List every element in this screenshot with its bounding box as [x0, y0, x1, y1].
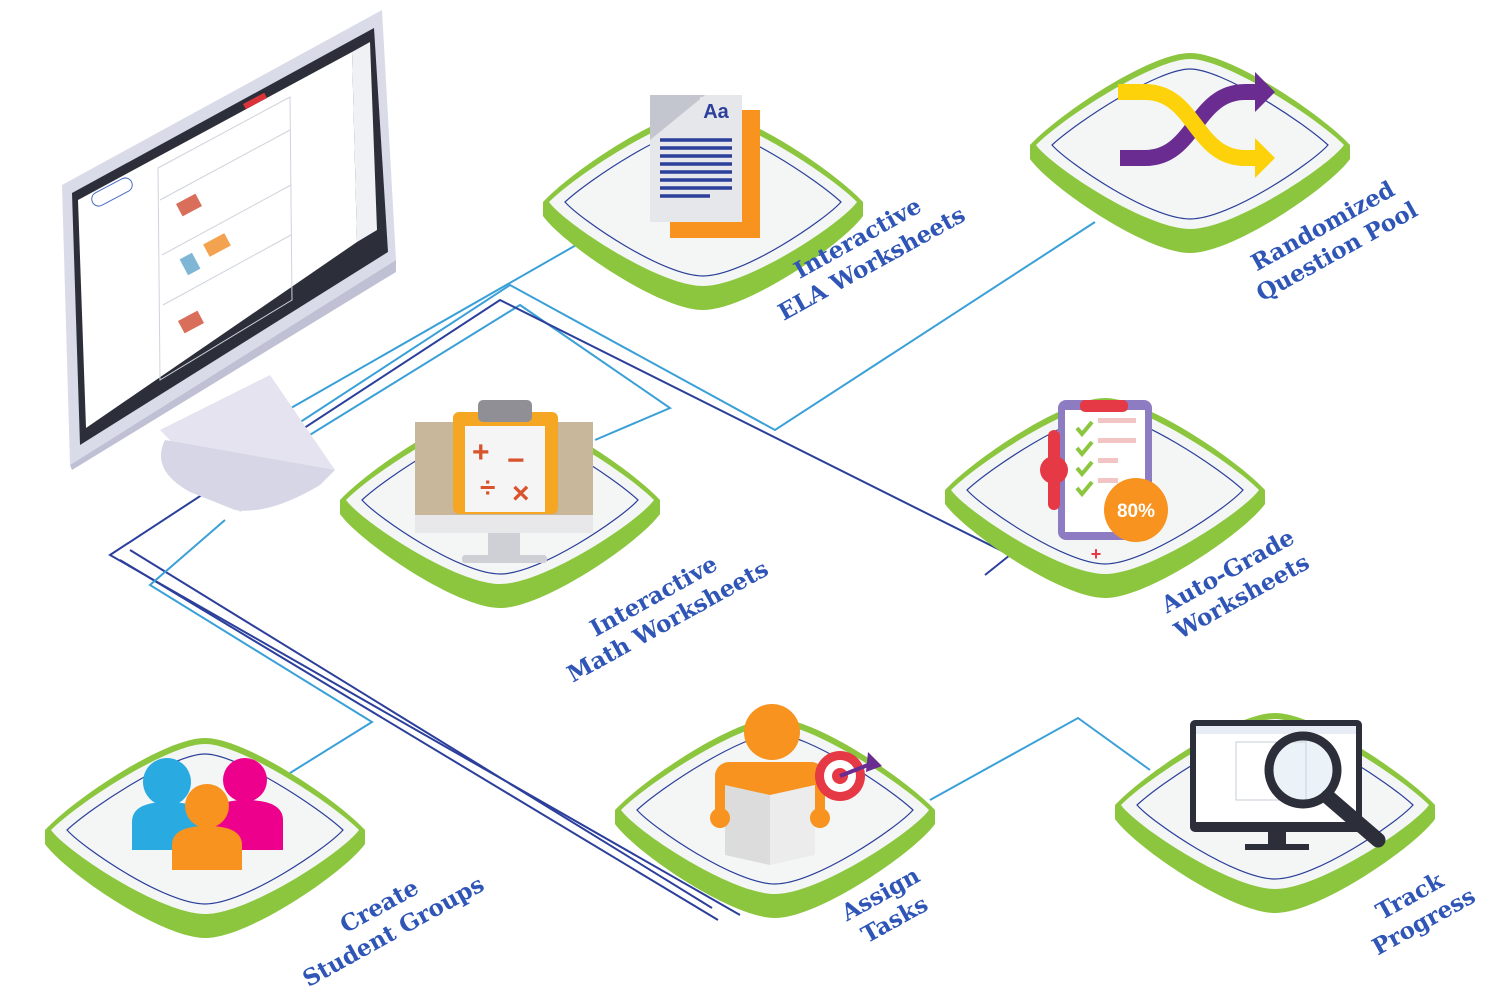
svg-text:÷: ÷	[480, 472, 495, 503]
reader-target-icon	[710, 704, 882, 865]
connector-lines	[108, 221, 1151, 921]
screen-logo	[91, 177, 133, 207]
connector-groups	[148, 519, 374, 774]
screen-content	[157, 96, 293, 381]
screen-picture-4	[179, 252, 201, 276]
ela-document-icon: Aa	[650, 95, 760, 238]
computer-monitor	[62, 10, 396, 512]
student-group-icon	[132, 758, 283, 870]
svg-text:+: +	[1091, 544, 1102, 564]
screen-picture-2	[203, 233, 231, 257]
svg-text:Aa: Aa	[703, 101, 729, 123]
screen-button	[242, 92, 268, 110]
graded-clipboard-icon: 80% +	[1040, 400, 1168, 564]
score-value: 80%	[1117, 501, 1155, 522]
shuffle-arrows-icon	[1118, 72, 1275, 178]
connector-track	[129, 549, 713, 909]
screen-picture-3	[178, 310, 204, 334]
svg-text:×: ×	[512, 477, 530, 510]
connector-assign	[119, 559, 719, 921]
connector-ela	[269, 239, 586, 421]
screen-picture-1	[176, 193, 202, 217]
score-badge	[1104, 478, 1168, 542]
connector-autograde	[108, 298, 1012, 916]
svg-text:+: +	[472, 436, 490, 469]
magnifier-monitor-icon	[1190, 720, 1386, 850]
connector-random	[229, 221, 1096, 469]
svg-text:−: −	[507, 444, 525, 477]
ela-aa-badge	[700, 97, 742, 125]
math-clipboard-icon: + − ÷ ×	[415, 400, 593, 563]
connector-assign-track	[929, 716, 1151, 801]
connector-math	[244, 303, 673, 476]
